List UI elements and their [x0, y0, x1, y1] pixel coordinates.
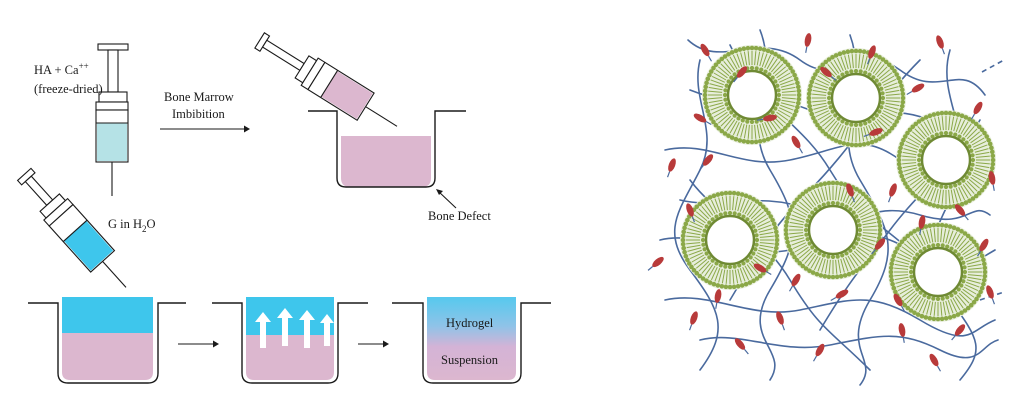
ligand-icon — [763, 114, 777, 122]
polymer-strand — [981, 59, 1005, 73]
cup-hydrogel — [392, 297, 551, 384]
ligand-icon — [835, 289, 849, 299]
ligand-icon — [846, 183, 854, 197]
ligand-icon — [700, 43, 710, 57]
g-in-water-label: G in H2O — [108, 217, 156, 234]
right-arrow-icon — [160, 125, 250, 133]
right-arrow-icon — [178, 340, 219, 348]
ligand-icon — [776, 311, 784, 325]
bone-defect-label: Bone Defect — [428, 209, 491, 223]
polymer-strand — [664, 297, 996, 337]
cup-injected — [28, 297, 186, 384]
ligand-icon — [693, 113, 707, 123]
ligand-icon — [868, 45, 876, 59]
ligand-icon — [791, 135, 801, 149]
vesicle-icon — [783, 180, 883, 280]
polymer-strand — [674, 59, 719, 371]
ligand-icon — [791, 273, 801, 287]
pointer-arrow-icon — [436, 189, 457, 209]
ligand-icon — [936, 35, 944, 49]
vesicle-icon — [896, 110, 996, 210]
ligand-icon — [918, 215, 926, 229]
ligand-icon — [988, 171, 996, 185]
syringe-icon — [16, 167, 127, 288]
ligand-icon — [874, 238, 886, 250]
ligand-icon — [668, 158, 676, 172]
bone-marrow-label: Bone Marrow — [164, 90, 234, 104]
ligand-icon — [804, 33, 812, 47]
ligand-icon — [702, 154, 714, 166]
ligand-icon — [820, 66, 832, 78]
right-arrow-icon — [358, 340, 389, 348]
ligand-icon — [986, 285, 994, 299]
vesicle-icon — [806, 48, 906, 148]
ligand-icon — [911, 83, 925, 93]
ligand-icon — [714, 289, 722, 303]
ligand-icon — [690, 311, 698, 325]
freeze-dried-label: (freeze-dried) — [34, 82, 103, 96]
ligand-group — [647, 33, 996, 372]
vesicle-icon — [680, 190, 780, 290]
ligand-icon — [734, 338, 746, 350]
syringe-icon — [95, 43, 129, 196]
imbibition-label: Imbibition — [172, 107, 226, 121]
ligand-icon — [954, 324, 966, 336]
ligand-icon — [815, 343, 825, 357]
ligand-icon — [898, 323, 906, 337]
hydrogel-label: Hydrogel — [446, 316, 494, 330]
syringe-icon — [254, 32, 398, 127]
bone-defect-cup — [308, 110, 466, 188]
cup-mixing — [212, 297, 368, 384]
ligand-icon — [869, 128, 883, 136]
up-arrow-icon — [255, 308, 334, 348]
ligand-icon — [954, 204, 966, 216]
ligand-icon — [979, 238, 989, 252]
polymer-strand — [699, 335, 999, 359]
ligand-icon — [929, 353, 939, 367]
ligand-icon — [686, 203, 694, 217]
ha-ca-label: HA + Ca++ — [34, 61, 89, 77]
vesicle-icon — [888, 222, 988, 322]
ligand-icon — [753, 263, 767, 273]
suspension-label: Suspension — [441, 353, 499, 367]
ligand-icon — [893, 293, 903, 307]
ligand-icon — [652, 256, 664, 268]
ligand-icon — [973, 101, 983, 115]
vesicle-icon — [702, 45, 802, 145]
ligand-icon — [736, 66, 748, 78]
ligand-icon — [889, 183, 897, 197]
